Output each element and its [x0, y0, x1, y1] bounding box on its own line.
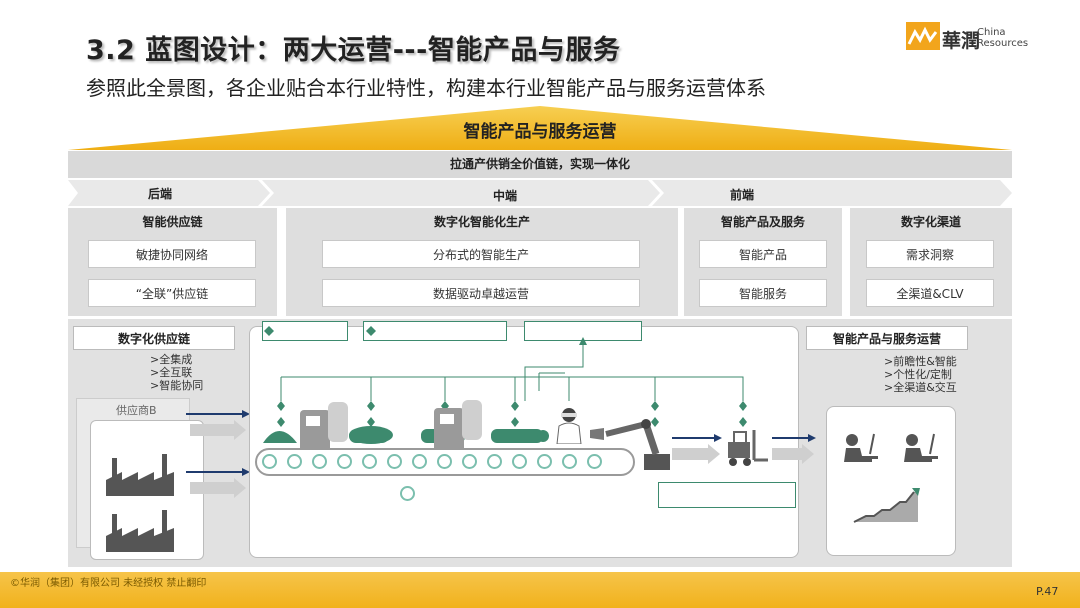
conveyor-rollers — [262, 454, 632, 470]
output-tag-box — [658, 482, 796, 508]
sensor-tag-box — [262, 321, 348, 341]
logo-english-text: China Resources — [977, 27, 1029, 49]
output-arrows — [672, 434, 816, 464]
slide-title: 3.2 蓝图设计：两大运营---智能产品与服务 — [86, 35, 621, 66]
factory-icon — [106, 454, 174, 496]
footer-copyright: ©华润（集团）有限公司 未经授权 禁止翻印 — [10, 578, 207, 589]
block-item: 敏捷协同网络 — [88, 240, 256, 268]
right-panel-title: 智能产品与服务运营 — [806, 326, 968, 350]
block-title: 智能供应链 — [142, 215, 203, 229]
roof-triangle — [68, 106, 1012, 150]
block-item: 全渠道&CLV — [866, 279, 994, 307]
block-item: 分布式的智能生产 — [322, 240, 640, 268]
roller — [437, 454, 452, 469]
growth-chart-icon — [853, 488, 920, 523]
left-panel-bullets: >全集成 >全互联 >智能协同 — [150, 353, 204, 392]
factory-icon — [106, 510, 174, 552]
left-panel-title: 数字化供应链 — [73, 326, 235, 350]
customer-card — [826, 406, 956, 556]
page-number: P.47 — [1036, 585, 1059, 598]
stage-back-label: 后端 — [147, 187, 172, 201]
roller — [337, 454, 352, 469]
slide-subtitle: 参照此全景图，各企业贴合本行业特性，构建本行业智能产品与服务运营体系 — [86, 76, 766, 100]
logo-chinese-text: 華潤 — [942, 30, 981, 52]
roller — [400, 486, 415, 501]
block-item: 智能产品 — [699, 240, 827, 268]
roller — [387, 454, 402, 469]
roller — [462, 454, 477, 469]
roller — [412, 454, 427, 469]
roller — [362, 454, 377, 469]
stage-middle-label: 中端 — [492, 189, 517, 203]
right-panel-bullets: >前瞻性&智能 >个性化/定制 >全渠道&交互 — [884, 355, 957, 394]
block-item: “全联”供应链 — [88, 279, 256, 307]
supplier-label: 供应商B — [116, 404, 157, 417]
block-item: 需求洞察 — [866, 240, 994, 268]
china-resources-logo-icon — [906, 22, 940, 50]
forklift-icon — [728, 430, 768, 466]
roof-label: 智能产品与服务运营 — [463, 122, 617, 142]
roller — [512, 454, 527, 469]
block-item: 智能服务 — [699, 279, 827, 307]
roller — [487, 454, 502, 469]
value-chain-bar: 拉通产供销全价值链，实现一体化 — [68, 151, 1012, 178]
roller — [262, 454, 277, 469]
block-title: 数字化智能化生产 — [433, 215, 530, 229]
sensor-tag-box — [363, 321, 507, 341]
stage-front-label: 前端 — [729, 188, 754, 202]
roller — [587, 454, 602, 469]
block-item: 数据驱动卓越运营 — [322, 279, 640, 307]
roller — [562, 454, 577, 469]
roller — [287, 454, 302, 469]
roller — [312, 454, 327, 469]
supplier-arrows — [186, 410, 250, 498]
robot-arm-icon — [590, 419, 670, 470]
roller — [537, 454, 552, 469]
stage-chevrons — [68, 180, 1012, 206]
worker-icon — [556, 408, 582, 444]
block-title: 数字化渠道 — [900, 215, 961, 229]
footer-bar — [0, 572, 1080, 608]
customer-desk-icon — [844, 433, 938, 462]
block-title: 智能产品及服务 — [720, 215, 805, 229]
